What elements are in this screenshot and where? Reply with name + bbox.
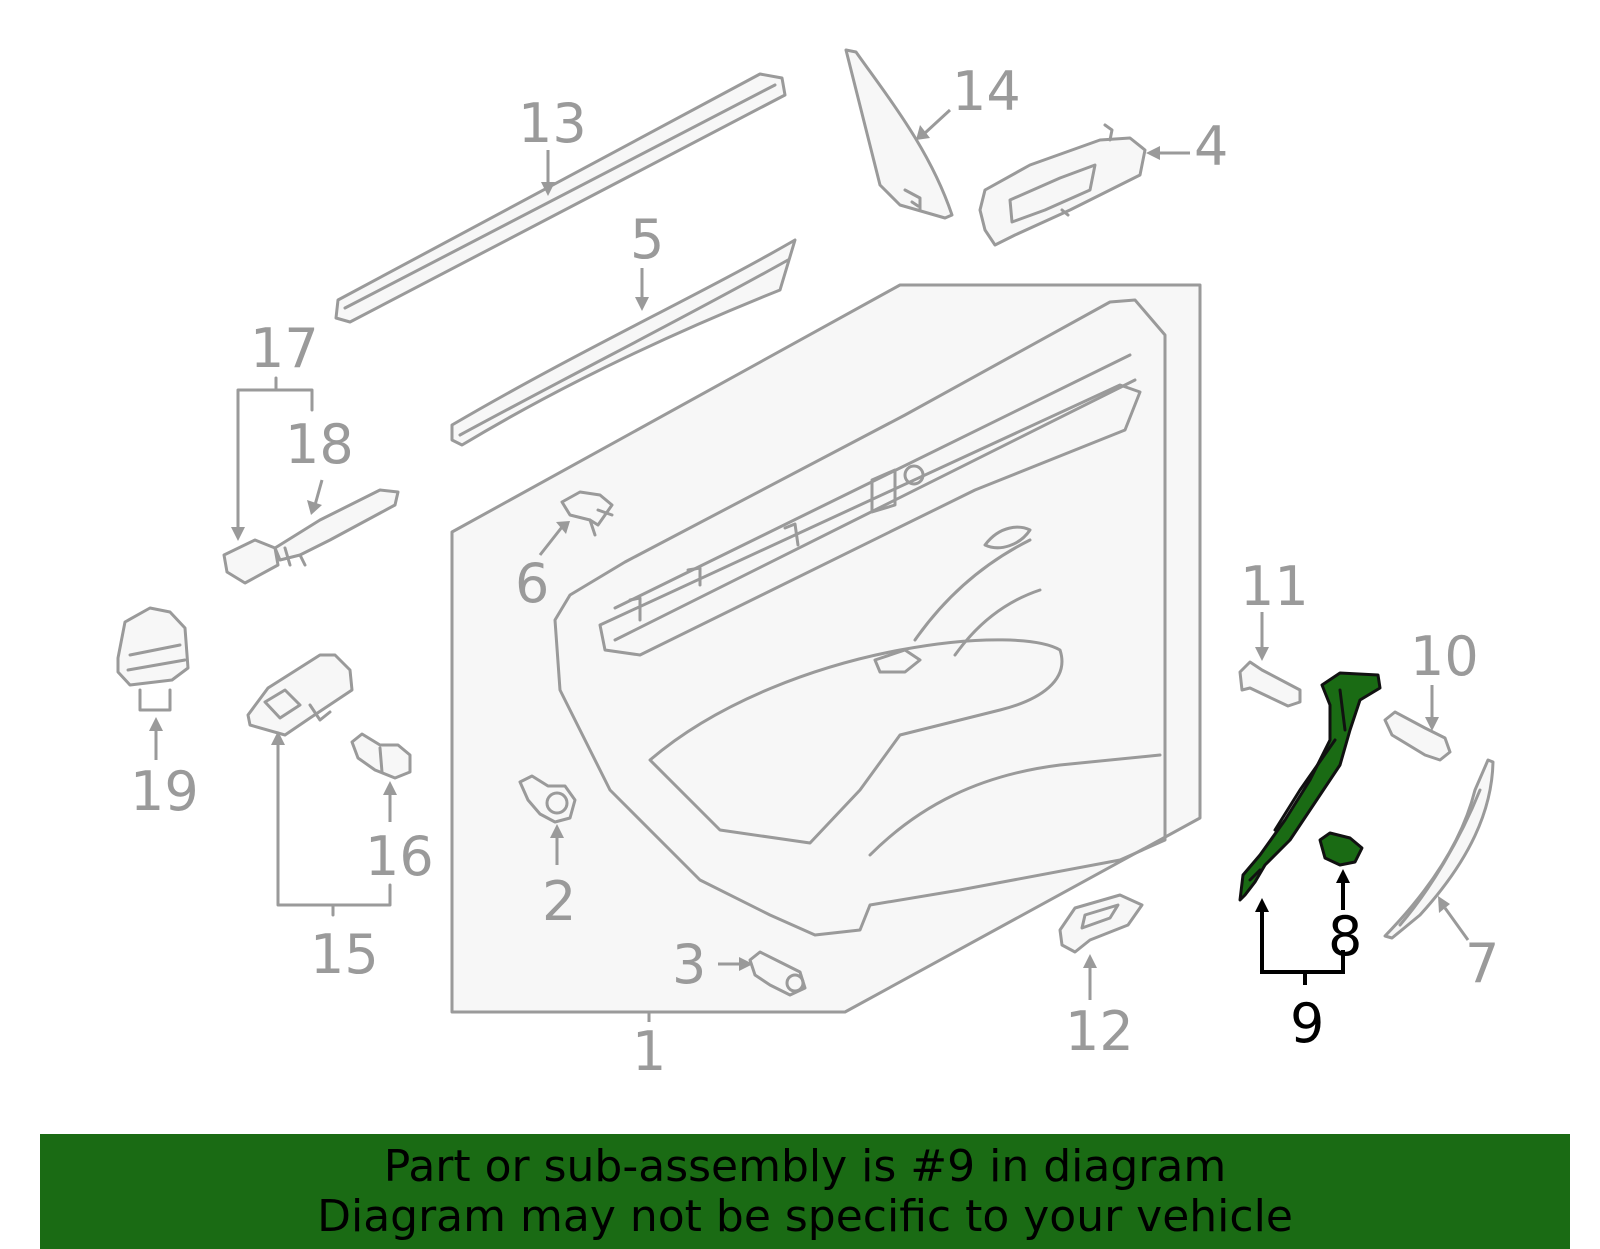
- part-4-inside-handle: [978, 123, 1190, 247]
- callout-12: 12: [1065, 1000, 1134, 1063]
- callout-16: 16: [365, 825, 434, 888]
- part-12-bezel: [1058, 893, 1144, 1000]
- callout-9: 9: [1290, 992, 1324, 1055]
- banner-line-2: Diagram may not be specific to your vehi…: [317, 1191, 1293, 1242]
- part-1-door-panel: [450, 283, 1202, 1022]
- part-10-bolt: [1383, 685, 1452, 762]
- part-11-bolt: [1238, 612, 1302, 708]
- callout-1: 1: [632, 1020, 666, 1083]
- callout-4: 4: [1194, 115, 1228, 178]
- info-banner: Part or sub-assembly is #9 in diagram Di…: [40, 1134, 1570, 1249]
- callout-10: 10: [1410, 625, 1479, 688]
- callout-15: 15: [310, 923, 379, 986]
- callout-19: 19: [130, 760, 199, 823]
- part-17-18-switch-assembly: [222, 376, 400, 585]
- part-6-clip: [538, 490, 614, 556]
- callout-3: 3: [672, 933, 706, 996]
- callout-2: 2: [542, 870, 576, 933]
- part-13-window-belt-strip: [334, 72, 787, 324]
- part-5-trim-strip: [450, 238, 797, 447]
- callout-7: 7: [1465, 932, 1499, 995]
- callout-13: 13: [518, 92, 587, 155]
- part-14-corner-trim: [844, 48, 954, 220]
- part-7-trim-strip: [1383, 758, 1495, 941]
- part-15-lamp-housing: [246, 653, 392, 917]
- callout-5: 5: [630, 208, 664, 271]
- part-16-bulb: [350, 732, 412, 822]
- callout-8: 8: [1328, 905, 1362, 968]
- callout-17: 17: [250, 317, 319, 380]
- banner-line-1: Part or sub-assembly is #9 in diagram: [383, 1141, 1227, 1192]
- parts-diagram: 1 13 5 14 4 17 18: [116, 48, 1499, 1083]
- part-9-pull-handle: [1238, 671, 1382, 985]
- part-8-clip: [1318, 831, 1364, 910]
- part-19-switch: [116, 606, 190, 760]
- callout-11: 11: [1240, 555, 1309, 618]
- callout-18: 18: [285, 413, 354, 476]
- callout-6: 6: [515, 552, 549, 615]
- part-3-fastener: [718, 950, 807, 997]
- part-2-clip: [518, 774, 577, 865]
- callout-14: 14: [952, 60, 1021, 123]
